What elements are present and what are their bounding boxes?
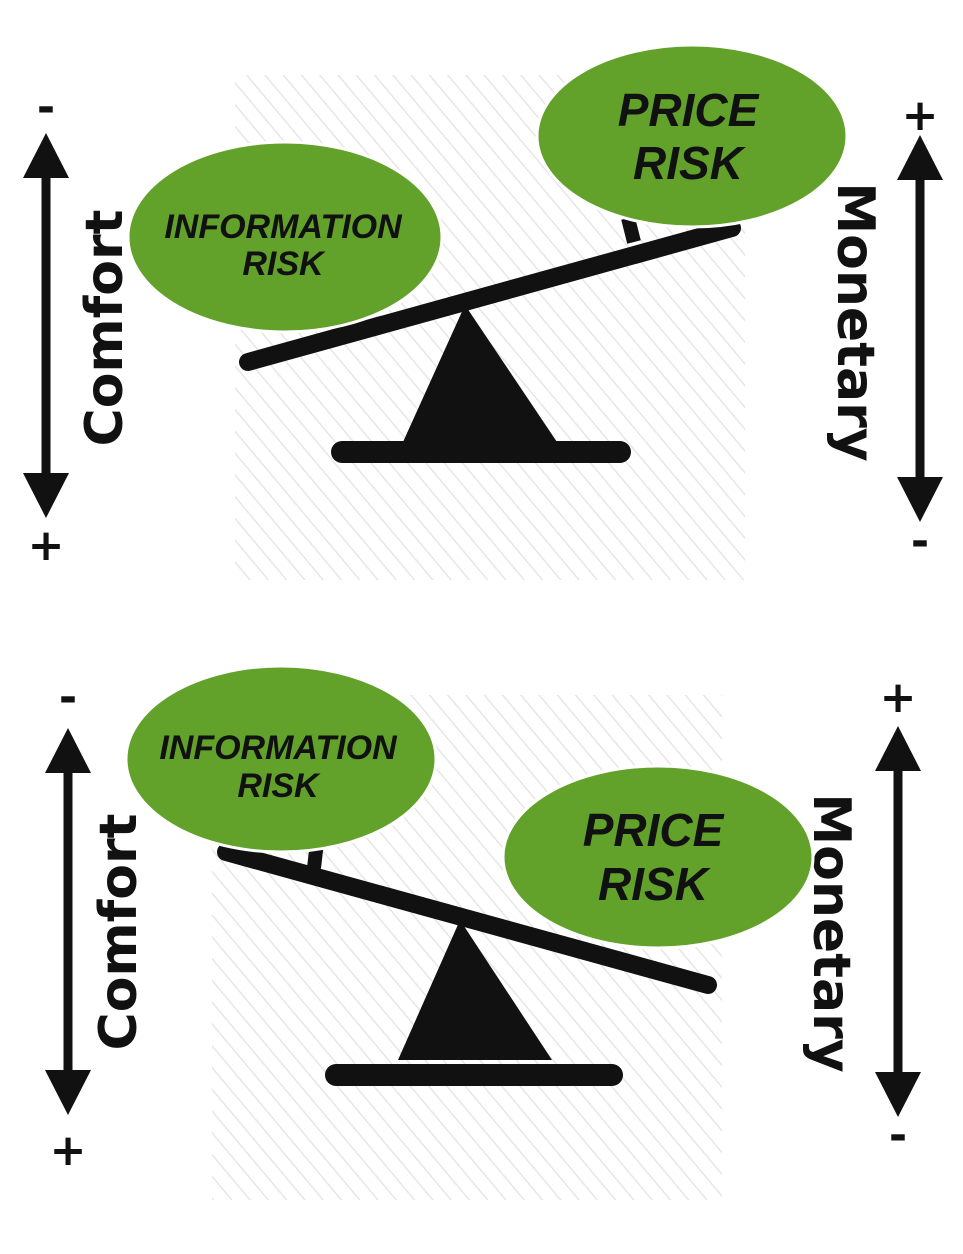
monetary-axis-label: Monetary xyxy=(825,182,885,461)
price-risk-line2: RISK xyxy=(598,858,711,910)
seesaw-plank xyxy=(239,219,741,371)
price-risk-bubble: PRICE RISK xyxy=(501,764,815,950)
comfort-axis-arrow xyxy=(23,133,69,518)
fulcrum xyxy=(403,305,557,442)
price-risk-line1: PRICE xyxy=(583,804,725,856)
information-risk-line2: RISK xyxy=(237,767,321,805)
monetary-top-sign: + xyxy=(902,90,939,141)
fulcrum xyxy=(398,920,552,1060)
price-risk-post xyxy=(621,216,641,244)
information-risk-bubble: INFORMATION RISK xyxy=(124,664,438,854)
price-risk-line2: RISK xyxy=(633,137,746,189)
information-risk-line2: RISK xyxy=(242,245,326,283)
monetary-axis-arrow xyxy=(875,726,921,1117)
information-risk-line1: INFORMATION xyxy=(164,208,403,246)
comfort-top-sign: - xyxy=(59,672,77,723)
comfort-axis-label: Comfort xyxy=(75,210,135,447)
monetary-axis-arrow xyxy=(897,135,943,522)
comfort-top-sign: - xyxy=(37,82,55,133)
price-risk-line1: PRICE xyxy=(618,84,760,136)
information-risk-bubble: INFORMATION RISK xyxy=(126,140,444,334)
seesaw-diagram-bottom: - + Comfort + - Monetary INFORMATION RIS… xyxy=(45,664,921,1200)
comfort-axis-label: Comfort xyxy=(89,814,149,1051)
comfort-bottom-sign: + xyxy=(28,520,65,571)
seesaw-panel-top: - + Comfort + - Monetary INFORMATION RIS… xyxy=(0,0,963,620)
comfort-axis-arrow xyxy=(45,728,91,1115)
monetary-top-sign: + xyxy=(880,672,917,723)
monetary-bottom-sign: - xyxy=(889,1110,907,1161)
price-risk-bubble: PRICE RISK xyxy=(535,43,849,229)
seesaw-diagram-top: - + Comfort + - Monetary INFORMATION RIS… xyxy=(23,43,943,580)
comfort-bottom-sign: + xyxy=(50,1125,87,1176)
seesaw-panel-bottom: - + Comfort + - Monetary INFORMATION RIS… xyxy=(0,620,963,1240)
monetary-bottom-sign: - xyxy=(911,516,929,567)
information-risk-line1: INFORMATION xyxy=(159,729,398,767)
seesaw-plank xyxy=(217,843,717,994)
